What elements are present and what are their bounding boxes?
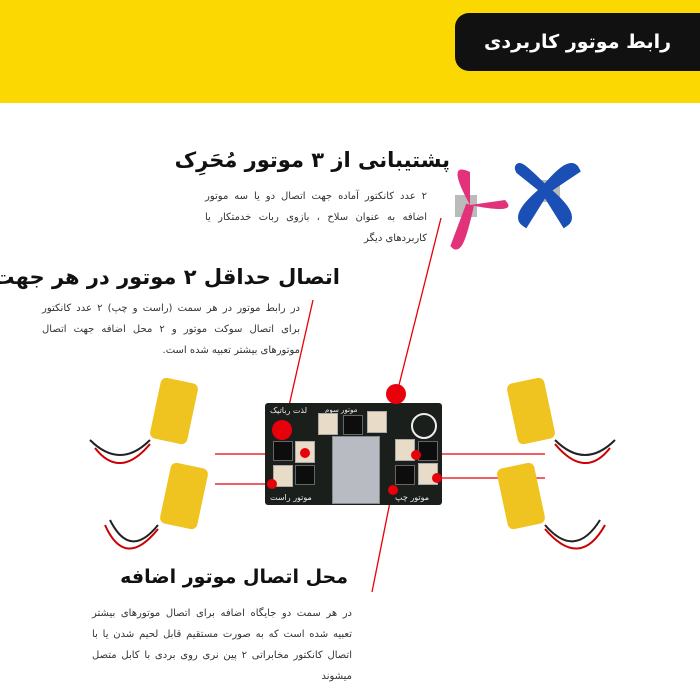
callout-dot-3 [388, 485, 398, 495]
board-left-label: موتور چپ [395, 493, 429, 502]
callout-dot [432, 473, 442, 483]
section-title-2: اتصال حداقل ۲ موتور در هر جهت [0, 265, 340, 289]
rj-connector [332, 436, 380, 504]
section-title-3: محل اتصال موتور اضافه [120, 566, 348, 588]
section-body-3: در هر سمت دو جایگاه اضافه برای اتصال موت… [92, 608, 352, 682]
blue-propeller-icon [514, 163, 581, 229]
motor-left-2 [104, 462, 208, 550]
callout-dot [267, 479, 277, 489]
section-title-1: پشتیبانی از ۳ موتور مُحَرِک [174, 148, 450, 172]
board-top-label: موتور سوم [325, 406, 358, 414]
callout-dot-1 [386, 384, 406, 404]
callout-dot [411, 450, 421, 460]
motor-right-2 [497, 462, 606, 550]
pink-propeller-icon [450, 169, 509, 250]
motor-right-1 [507, 377, 616, 465]
callout-line-1 [396, 217, 442, 394]
section-body-1: ۲ عدد کانکتور آماده جهت اتصال دو یا سه م… [205, 191, 427, 244]
section-body-2: در رابط موتور در هر سمت (راست و چپ) ۲ عد… [42, 303, 300, 356]
board-brand: لذت رباتیک [270, 406, 308, 415]
callout-line-3 [371, 491, 393, 593]
callout-dot [300, 448, 310, 458]
callout-dot-2 [272, 420, 292, 440]
motor-left-1 [89, 377, 198, 465]
header-title: رابط موتور کاربردی [455, 13, 700, 71]
board-right-label: موتور راست [270, 493, 312, 502]
